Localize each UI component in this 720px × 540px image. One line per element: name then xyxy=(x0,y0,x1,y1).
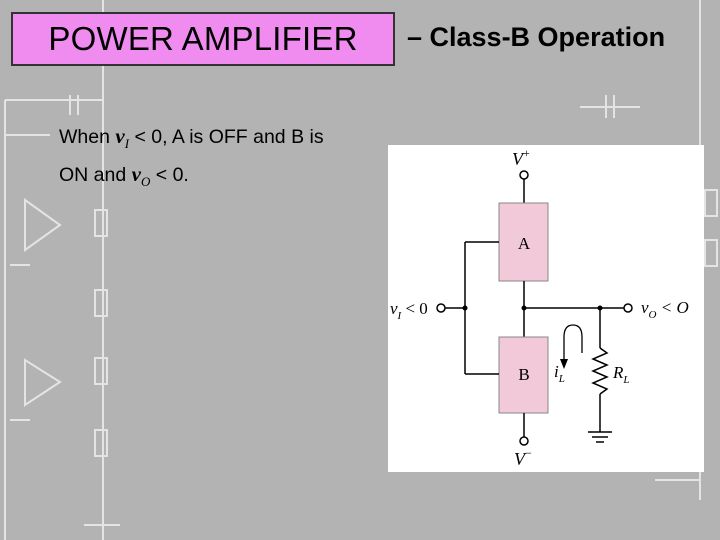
block-a-label: A xyxy=(518,234,531,253)
block-a xyxy=(498,202,549,282)
line2-sub: O xyxy=(140,174,151,190)
block-b xyxy=(498,336,549,414)
current-label: iL xyxy=(554,362,565,385)
v-plus-label: V+ xyxy=(512,146,530,169)
ground-symbol xyxy=(588,431,612,443)
bullet-line-2: ON and vO < 0. xyxy=(59,159,399,197)
output-junction xyxy=(521,305,527,311)
slide-title-suffix: – Class-B Operation xyxy=(407,22,666,52)
line2-pre: ON and xyxy=(59,164,132,187)
line1-pre: When xyxy=(59,126,116,148)
load-label: RL xyxy=(612,363,630,386)
bullet-line-1: When vI < 0, A is OFF and B is xyxy=(59,121,399,159)
input-label: vI < 0 xyxy=(390,299,428,322)
title-box: POWER AMPLIFIER xyxy=(11,12,395,66)
slide-title: POWER AMPLIFIER xyxy=(48,20,358,57)
input-voltage-symbol: vI xyxy=(115,124,130,152)
v-minus-label: V− xyxy=(514,446,532,469)
input-terminal xyxy=(436,303,446,313)
v-minus-terminal xyxy=(519,436,529,446)
output-terminal xyxy=(623,303,633,313)
output-voltage-symbol: vO xyxy=(131,162,151,190)
input-junction xyxy=(462,305,468,311)
circuit-panel: V+ A B V− vI < 0 vO < O RL xyxy=(388,145,704,472)
load-resistor xyxy=(591,347,609,395)
line2-post: < 0. xyxy=(150,164,189,187)
block-b-label: B xyxy=(518,365,529,384)
v-plus-terminal xyxy=(519,170,529,180)
line1-var: v xyxy=(115,124,125,148)
line1-sub: I xyxy=(124,136,130,152)
current-loop-arrow xyxy=(563,324,583,367)
line1-post: < 0, A is OFF and B is xyxy=(129,126,324,148)
line2-var: v xyxy=(131,162,141,187)
current-arrowhead xyxy=(560,359,568,369)
class-b-circuit-diagram: V+ A B V− vI < 0 vO < O RL xyxy=(390,146,689,469)
output-label: vO < O xyxy=(641,298,689,321)
bullet-text: When vI < 0, A is OFF and B is ON and vO… xyxy=(59,121,399,197)
